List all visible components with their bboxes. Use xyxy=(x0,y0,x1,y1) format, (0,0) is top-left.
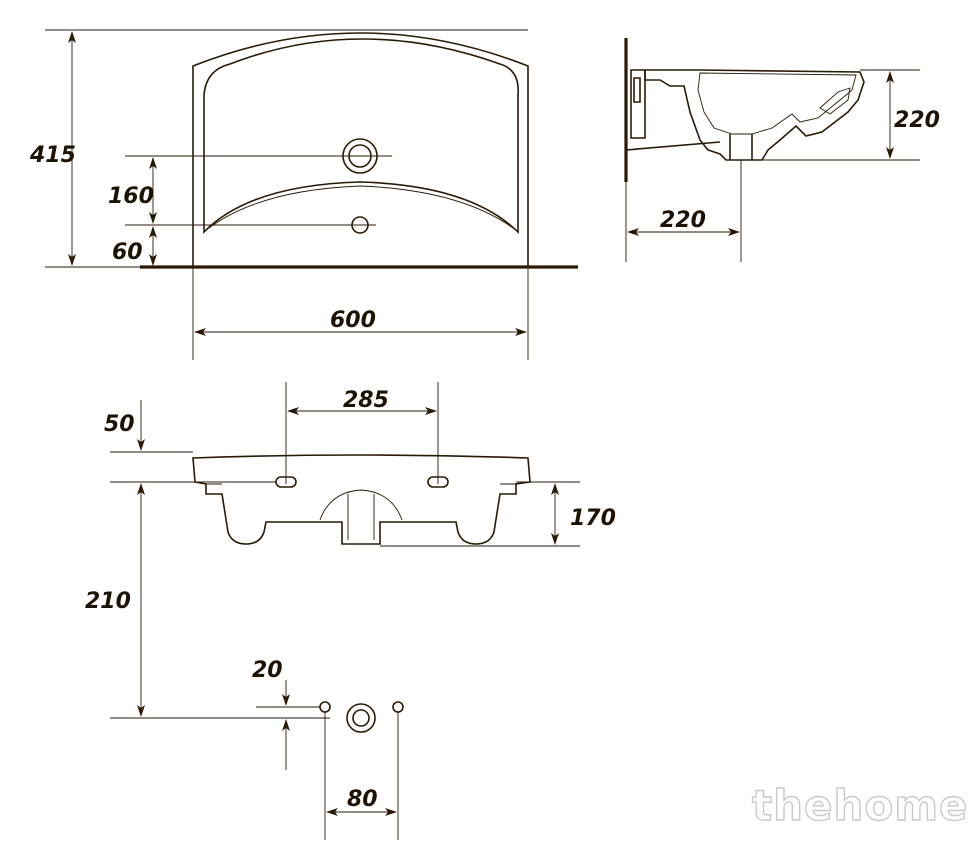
fixing-drain-outer xyxy=(346,703,376,733)
side-support-line xyxy=(625,141,721,151)
dim-label-side-width: 220 xyxy=(660,208,706,233)
dim-label-160: 160 xyxy=(108,184,154,209)
side-basin-section xyxy=(644,69,865,161)
side-bowl-surface xyxy=(697,72,857,135)
dim-label-80: 80 xyxy=(347,787,378,812)
fixing-hole-right xyxy=(392,701,404,713)
dim-label-60: 60 xyxy=(112,240,143,265)
rear-view: 285 50 210 170 xyxy=(85,382,616,719)
fixing-detail: 20 80 xyxy=(252,658,404,840)
side-view: 220 220 xyxy=(624,38,940,262)
rear-drain-tube xyxy=(347,494,375,540)
side-bracket-slot xyxy=(633,77,641,103)
rear-basin-outline xyxy=(192,454,531,545)
front-view: 415 160 60 600 xyxy=(29,29,578,360)
dim-label-20: 20 xyxy=(252,658,283,683)
side-overflow-channel xyxy=(819,87,851,115)
watermark-text: thehome xyxy=(752,781,968,830)
dim-label-210: 210 xyxy=(85,589,131,614)
front-bowl-inner xyxy=(203,38,519,234)
dim-label-50: 50 xyxy=(104,412,135,437)
fixing-drain-inner xyxy=(352,709,370,727)
dim-label-285: 285 xyxy=(343,388,389,413)
front-bowl-lip xyxy=(208,185,514,229)
dim-label-600: 600 xyxy=(330,308,376,333)
front-basin-outline xyxy=(192,32,529,267)
dim-label-side-depth: 220 xyxy=(894,108,940,133)
fixing-hole-left xyxy=(319,701,331,713)
dim-label-415: 415 xyxy=(29,143,76,168)
side-drain-neck xyxy=(729,134,753,160)
side-wall-bracket xyxy=(630,69,646,139)
dim-label-170: 170 xyxy=(570,506,616,531)
rear-center-arch xyxy=(319,489,403,521)
